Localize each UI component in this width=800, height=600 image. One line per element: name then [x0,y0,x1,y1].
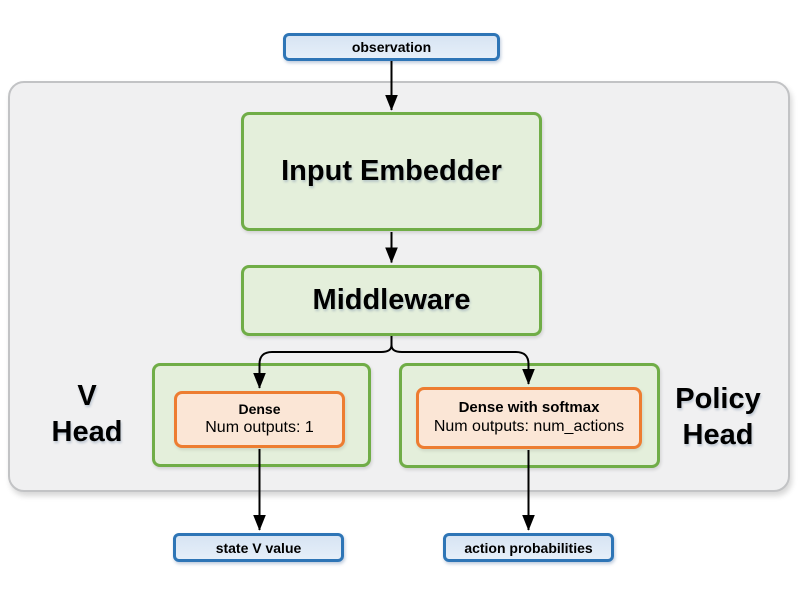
policy-head-dense-node: Dense with softmax Num outputs: num_acti… [416,387,642,449]
action-probabilities-node: action probabilities [443,533,614,562]
v-dense-subtitle: Num outputs: 1 [205,419,314,437]
input-embedder-node: Input Embedder [241,112,542,231]
v-head-label-line2: Head [51,416,123,448]
middleware-node: Middleware [241,265,542,336]
observation-node: observation [283,33,500,61]
state-v-value-label: state V value [215,539,302,556]
input-embedder-label: Input Embedder [281,155,502,187]
state-v-value-node: state V value [173,533,344,562]
policy-dense-title: Dense with softmax [458,398,600,416]
policy-head-label-line1: Policy [675,383,761,415]
policy-dense-subtitle: Num outputs: num_actions [433,418,625,436]
v-head-dense-node: Dense Num outputs: 1 [174,391,345,448]
policy-head-label-line2: Head [682,419,754,451]
v-dense-title: Dense [238,400,281,417]
v-head-label-line1: V [77,380,97,412]
policy-head-label: Policy Head [656,381,780,453]
middleware-label: Middleware [312,284,471,316]
v-head-label: V Head [25,378,149,450]
action-probabilities-label: action probabilities [464,539,593,556]
observation-label: observation [351,39,432,55]
